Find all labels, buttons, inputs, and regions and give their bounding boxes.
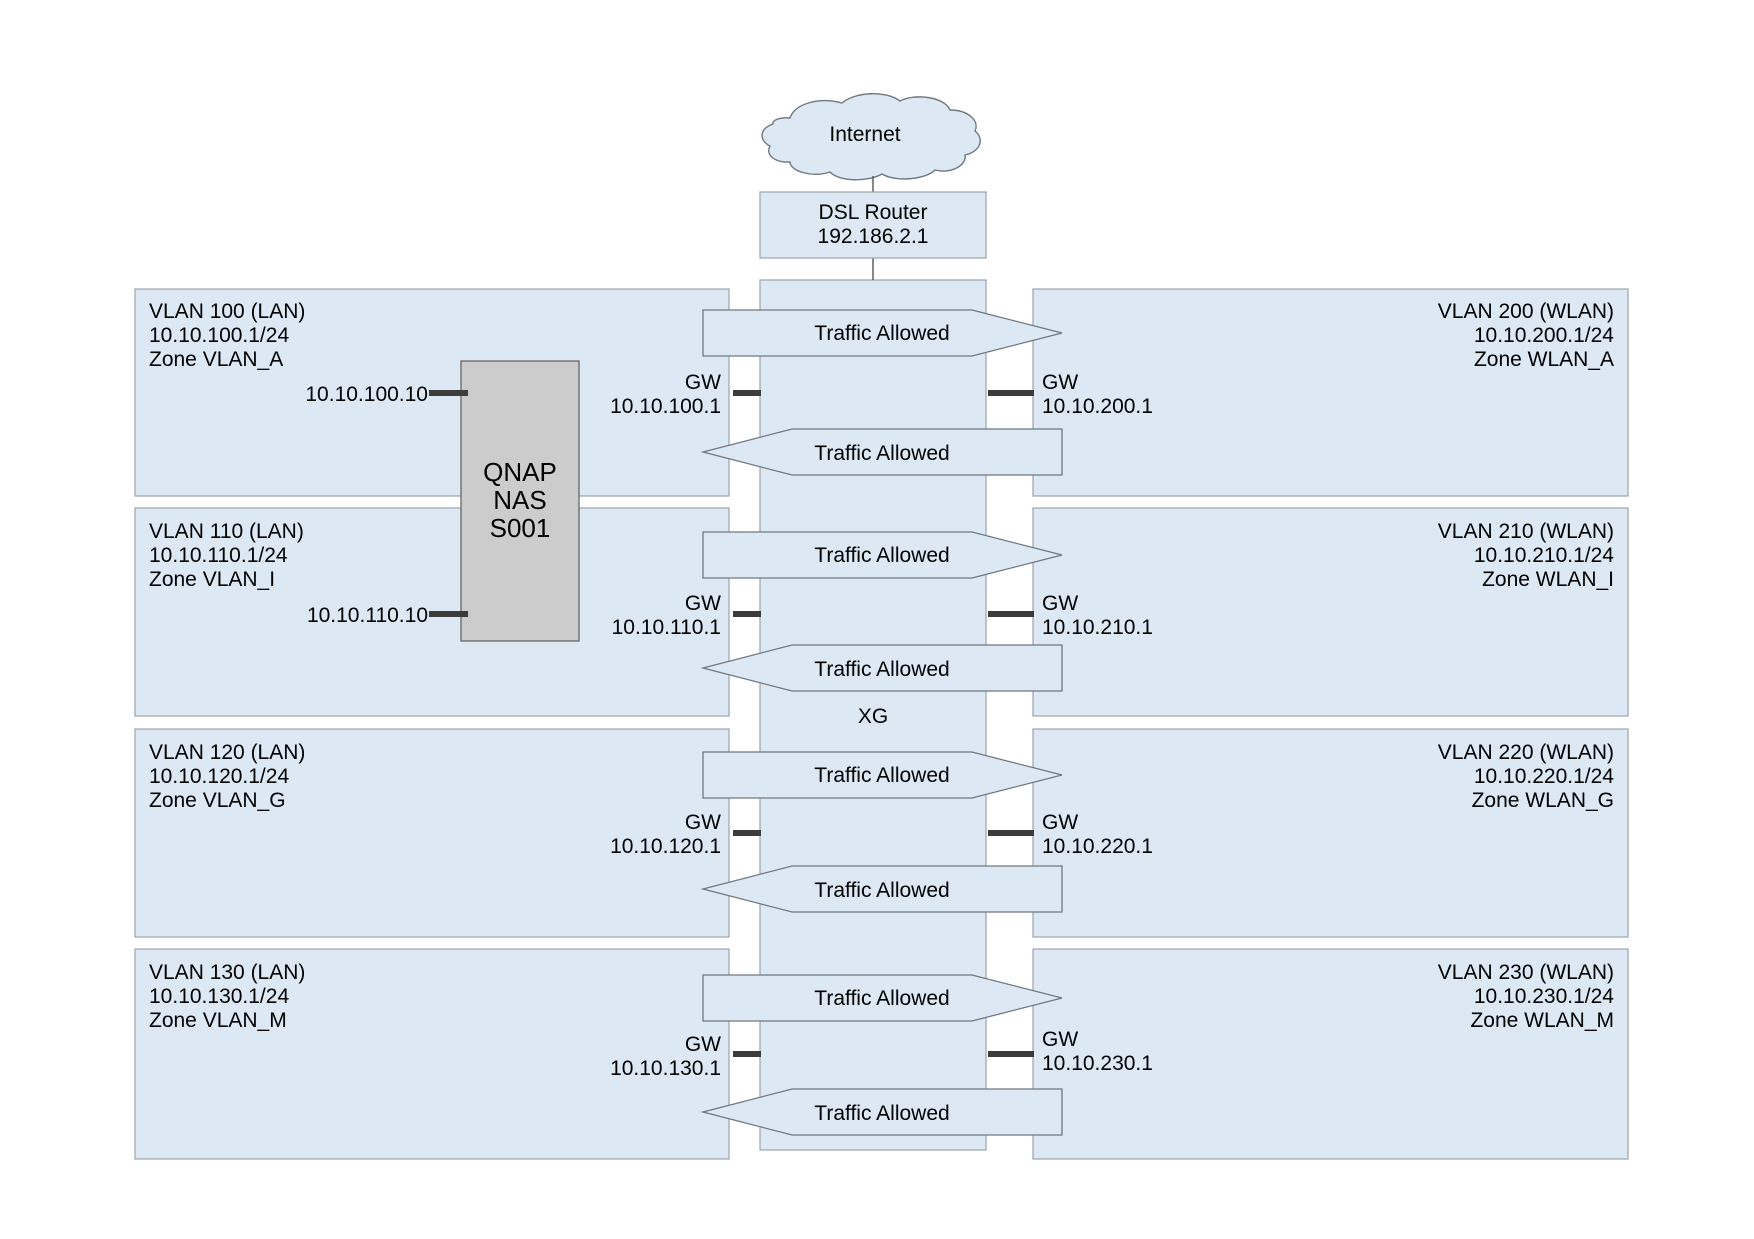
router-ip: 192.186.2.1 [818,225,929,248]
lan-zone-subnet: 10.10.130.1/24 [149,985,289,1008]
nas-label-line1: QNAP [483,457,557,487]
wlan-zone-title: VLAN 230 (WLAN) [1438,961,1614,984]
traffic-arrow-right [702,751,1063,799]
lan-gw-label: GW [685,371,721,394]
qnap-nas-device [460,360,580,642]
wlan-gw-ip: 10.10.230.1 [1042,1052,1153,1075]
wlan-zone-subnet: 10.10.220.1/24 [1474,765,1614,788]
xg-label: XG [858,705,888,728]
nas-ip-vlan100: 10.10.100.10 [305,383,428,406]
lan-gw-label: GW [685,1033,721,1056]
traffic-allowed-label: Traffic Allowed [814,658,949,681]
lan-zone-name: Zone VLAN_G [149,789,286,812]
dsl-router [759,191,987,259]
wlan-zone-subnet: 10.10.210.1/24 [1474,544,1614,567]
nas-label-line2: NAS [493,485,546,515]
lan-zone-name: Zone VLAN_I [149,568,275,591]
traffic-allowed-label: Traffic Allowed [814,442,949,465]
traffic-arrow-left [700,644,1063,692]
zone-vlan-220 [1032,728,1629,938]
wlan-zone-subnet: 10.10.200.1/24 [1474,324,1614,347]
lan-zone-subnet: 10.10.100.1/24 [149,324,289,347]
lan-zone-name: Zone VLAN_A [149,348,283,371]
wlan-zone-title: VLAN 220 (WLAN) [1438,741,1614,764]
nas-ip-vlan110: 10.10.110.10 [307,604,428,627]
wlan-gw-ip: 10.10.210.1 [1042,616,1153,639]
traffic-arrow-right [702,309,1063,357]
wlan-zone-name: Zone WLAN_G [1472,789,1614,812]
lan-zone-title: VLAN 110 (LAN) [149,520,304,543]
traffic-allowed-label: Traffic Allowed [814,987,949,1010]
lan-gw-ip: 10.10.120.1 [610,835,721,858]
traffic-allowed-label: Traffic Allowed [814,322,949,345]
wlan-gw-label: GW [1042,811,1078,834]
lan-zone-title: VLAN 100 (LAN) [149,300,305,323]
router-name: DSL Router [819,201,928,224]
wlan-gw-ip: 10.10.200.1 [1042,395,1153,418]
wlan-zone-title: VLAN 210 (WLAN) [1438,520,1614,543]
traffic-arrow-right [702,531,1063,579]
wlan-gw-ip: 10.10.220.1 [1042,835,1153,858]
lan-gw-ip: 10.10.100.1 [610,395,721,418]
lan-gw-ip: 10.10.130.1 [610,1057,721,1080]
traffic-allowed-label: Traffic Allowed [814,544,949,567]
wlan-gw-label: GW [1042,592,1078,615]
zone-vlan-200 [1032,288,1629,497]
lan-zone-subnet: 10.10.120.1/24 [149,765,289,788]
lan-zone-title: VLAN 120 (LAN) [149,741,305,764]
wlan-zone-title: VLAN 200 (WLAN) [1438,300,1614,323]
lan-gw-label: GW [685,811,721,834]
traffic-allowed-label: Traffic Allowed [814,1102,949,1125]
zone-vlan-120 [134,728,730,938]
lan-zone-subnet: 10.10.110.1/24 [149,544,288,567]
zone-vlan-210 [1032,507,1629,717]
wlan-zone-name: Zone WLAN_I [1482,568,1614,591]
traffic-allowed-label: Traffic Allowed [814,879,949,902]
lan-zone-name: Zone VLAN_M [149,1009,287,1032]
traffic-arrow-right [702,974,1063,1022]
traffic-arrow-left [700,428,1063,476]
wlan-gw-label: GW [1042,1028,1078,1051]
wlan-zone-name: Zone WLAN_A [1474,348,1614,371]
lan-gw-label: GW [685,592,721,615]
wlan-zone-subnet: 10.10.230.1/24 [1474,985,1614,1008]
internet-label: Internet [829,123,900,146]
internet-cloud-icon [761,92,981,181]
lan-zone-title: VLAN 130 (LAN) [149,961,305,984]
wlan-zone-name: Zone WLAN_M [1470,1009,1614,1032]
traffic-allowed-label: Traffic Allowed [814,764,949,787]
traffic-arrow-left [700,865,1063,913]
zone-vlan-130 [134,948,730,1160]
traffic-arrow-left [700,1088,1063,1136]
wlan-gw-label: GW [1042,371,1078,394]
nas-label-line3: S001 [490,513,551,543]
lan-gw-ip: 10.10.110.1 [612,616,721,639]
zone-vlan-230 [1032,948,1629,1160]
